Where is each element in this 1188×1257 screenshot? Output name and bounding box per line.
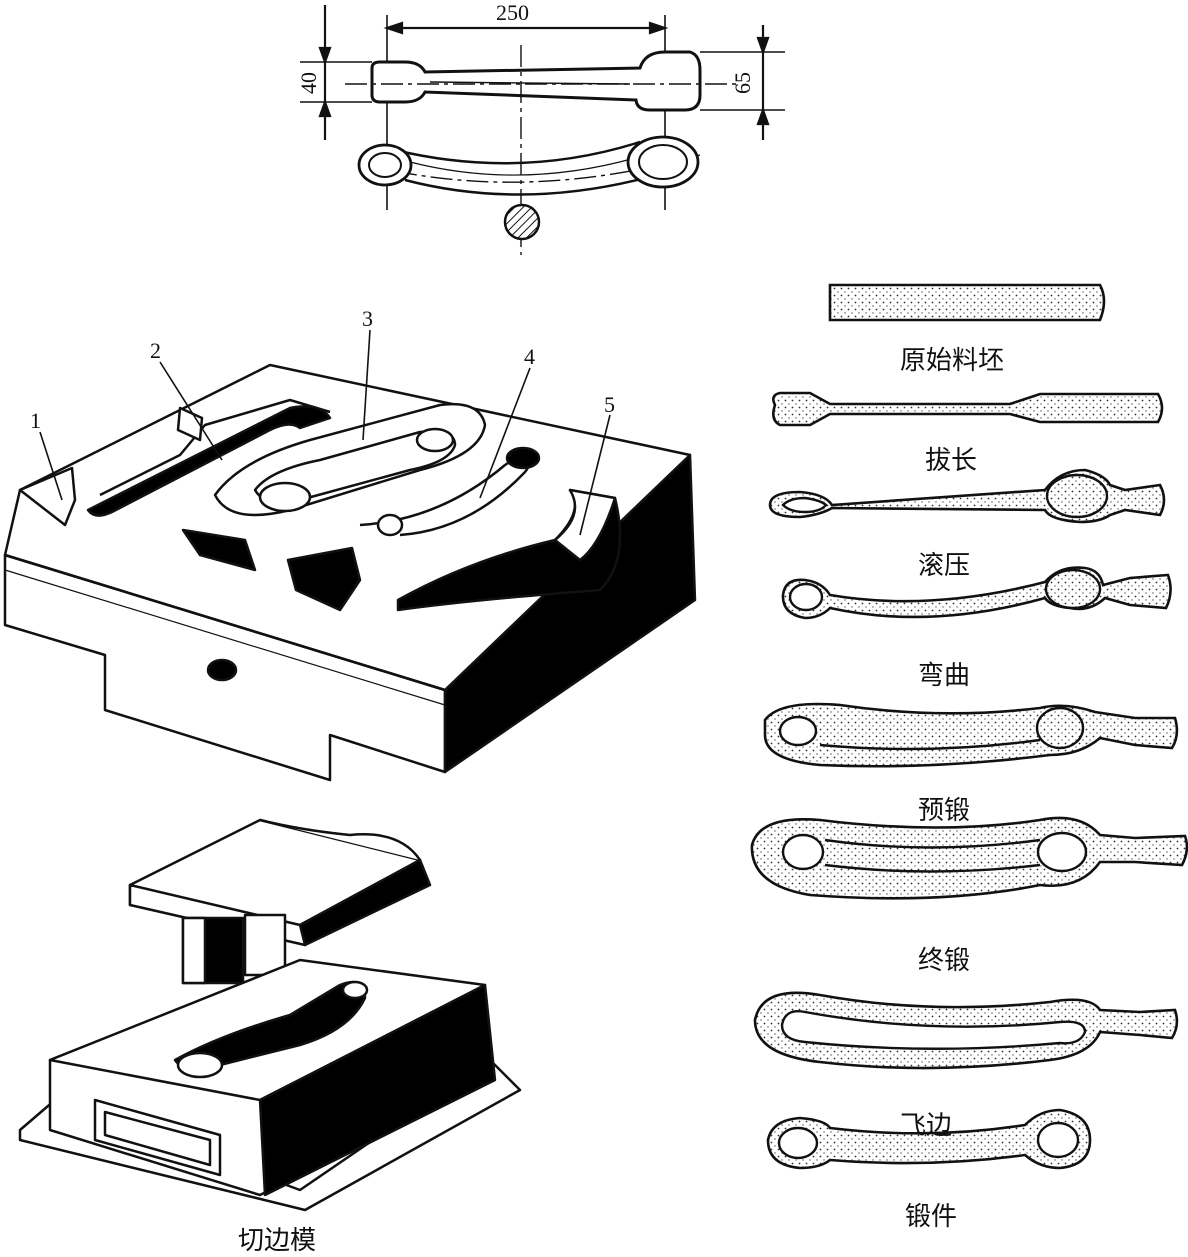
trim-die <box>18 818 522 1212</box>
part-number-2: 2 <box>150 338 161 363</box>
part-top-view <box>300 5 785 255</box>
dim-big-end: 65 <box>730 72 755 94</box>
stage-label-drawout: 拔长 <box>925 446 978 476</box>
stage-label-rolling: 滚压 <box>918 551 971 581</box>
stage-label-finish-forging: 终锻 <box>918 946 971 976</box>
forging-die-block <box>3 363 697 782</box>
stage-label-preforging: 预锻 <box>918 796 971 826</box>
rolled-shape <box>768 468 1166 524</box>
stage-label-billet: 原始料坯 <box>900 346 1005 376</box>
stage-label-flash: 飞边 <box>900 1111 953 1141</box>
forging-shape <box>766 1108 1092 1170</box>
stage-details <box>777 473 1109 1160</box>
part-number-3: 3 <box>362 306 373 331</box>
part-number-1: 1 <box>30 408 41 433</box>
stage-bars <box>750 283 1188 1170</box>
dim-length: 250 <box>496 0 529 25</box>
stage-label-bending: 弯曲 <box>918 661 971 691</box>
part-number-5: 5 <box>604 392 615 417</box>
drawout-shape <box>772 391 1164 427</box>
billet-shape <box>828 283 1106 322</box>
part-number-4: 4 <box>524 344 535 369</box>
preforged-shape <box>763 702 1179 768</box>
stage-label-forging: 锻件 <box>905 1202 958 1232</box>
bent-shape <box>781 566 1172 620</box>
part-leaders <box>39 329 611 536</box>
trim-die-label: 切边模 <box>238 1226 317 1256</box>
dim-small-end: 40 <box>296 72 321 94</box>
